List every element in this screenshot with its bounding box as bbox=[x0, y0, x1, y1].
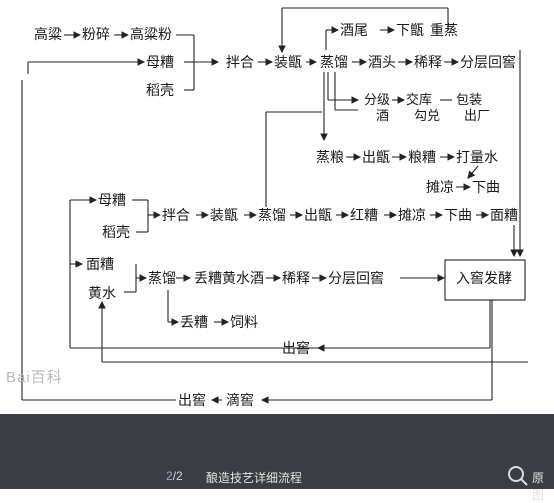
node-chujiao-2: 出窖 bbox=[178, 393, 206, 409]
node-daoke-1: 稻壳 bbox=[146, 83, 174, 99]
node-xiaqu-2: 下曲 bbox=[444, 208, 472, 224]
node-siliao: 饲料 bbox=[230, 315, 258, 331]
node-chongzheng: 重蒸 bbox=[430, 23, 458, 39]
node-jiuwei: 酒尾 bbox=[340, 23, 368, 39]
node-xishi-2: 稀释 bbox=[282, 271, 310, 287]
node-tanliang-2: 摊凉 bbox=[398, 208, 426, 224]
node-zhuangzeng-1: 装甑 bbox=[274, 55, 302, 71]
node-dijiao: 滴窖 bbox=[226, 393, 254, 409]
node-xishi-1: 稀释 bbox=[414, 55, 442, 71]
node-zhengliang: 蒸粮 bbox=[316, 150, 344, 166]
node-fencenghuijiao-1: 分层回窖 bbox=[460, 55, 516, 71]
node-goudui: 勾兑 bbox=[414, 109, 441, 124]
node-tanliang-1: 摊凉 bbox=[426, 180, 454, 196]
node-chuzeng-1: 出甑 bbox=[362, 150, 390, 166]
node-chuchang: 出厂 bbox=[464, 109, 491, 124]
node-hongzao: 红糟 bbox=[350, 208, 378, 224]
flowchart-image: 高粱 粉碎 高粱粉 母糟 稻壳 拌合 装甑 蒸馏 酒尾 下甑 重蒸 酒头 稀释 … bbox=[6, 7, 528, 409]
node-zhengliu-3: 蒸馏 bbox=[148, 271, 176, 287]
original-image-link[interactable]: 原图 bbox=[532, 471, 545, 502]
node-fensui: 粉碎 bbox=[82, 27, 110, 43]
node-daoke-2: 稻壳 bbox=[102, 225, 130, 241]
node-zhuangzeng-2: 装甑 bbox=[210, 208, 238, 224]
node-jiutou: 酒头 bbox=[368, 55, 396, 71]
image-caption: 酿造技艺详细流程 bbox=[206, 471, 303, 485]
node-muzao-1: 母糟 bbox=[146, 55, 174, 71]
page-total: /2 bbox=[172, 469, 183, 483]
node-xiaqu-1: 下曲 bbox=[472, 180, 500, 196]
viewer-bottom-bar: 2/2 酿造技艺详细流程 原图 bbox=[0, 414, 554, 502]
node-chujiao-1: 出窖 bbox=[282, 341, 310, 357]
node-jiu: 酒 bbox=[376, 109, 390, 124]
node-daliangshui: 打量水 bbox=[456, 150, 498, 166]
node-mianzao-1: 面糟 bbox=[490, 208, 518, 224]
node-jiaoku: 交库 bbox=[406, 93, 433, 108]
node-diuzao-huangshuijiu: 丢糟黄水酒 bbox=[194, 271, 264, 287]
flow-lines bbox=[21, 7, 528, 404]
node-zhengliu-2: 蒸馏 bbox=[258, 208, 286, 224]
page-current: 2 bbox=[166, 469, 173, 483]
node-banhe-1: 拌合 bbox=[226, 55, 254, 71]
node-banhe-2: 拌合 bbox=[162, 208, 190, 224]
node-chuzeng-2: 出甑 bbox=[304, 208, 332, 224]
node-huangshui: 黄水 bbox=[88, 286, 116, 302]
node-fencenghuijiao-2: 分层回窖 bbox=[328, 271, 384, 287]
node-mianzao-2: 面糟 bbox=[86, 257, 114, 273]
node-diuzao: 丢糟 bbox=[180, 315, 208, 331]
node-baozhuang: 包装 bbox=[456, 93, 483, 108]
node-fenji: 分级 bbox=[364, 93, 391, 108]
node-liangzao: 粮糟 bbox=[408, 150, 436, 166]
search-icon[interactable] bbox=[506, 464, 530, 488]
node-gaoliangfen: 高粱粉 bbox=[130, 27, 172, 43]
node-zhengliu-1: 蒸馏 bbox=[320, 55, 348, 71]
page-indicator: 2/2 bbox=[166, 469, 183, 483]
node-rujiao-fajiao: 入窖发酵 bbox=[456, 271, 512, 287]
watermark: Bai百科 bbox=[6, 369, 63, 386]
node-gaoliang: 高粱 bbox=[34, 27, 62, 43]
node-muzao-2: 母糟 bbox=[98, 193, 126, 209]
node-xiazeng: 下甑 bbox=[396, 23, 424, 39]
